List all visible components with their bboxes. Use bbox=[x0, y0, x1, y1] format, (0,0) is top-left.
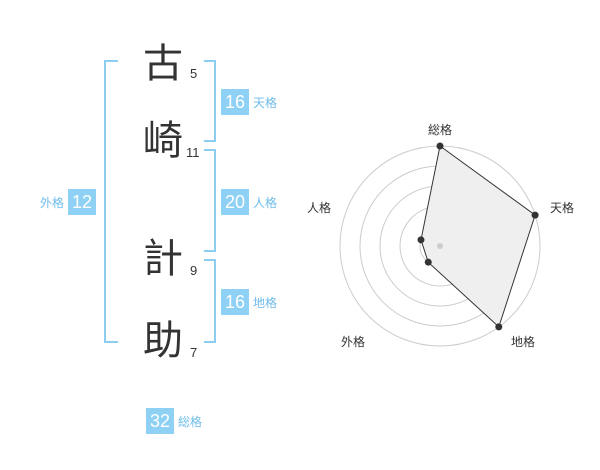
jinkaku-badge: 20 人格 bbox=[221, 189, 277, 215]
gaikaku-badge: 12 外格 bbox=[40, 189, 97, 215]
gaikaku-label: 外格 bbox=[40, 195, 65, 210]
chikaku-bracket bbox=[204, 259, 216, 343]
radar-label-soukaku: 総格 bbox=[428, 122, 452, 137]
radar-point-5 bbox=[417, 236, 425, 244]
jinkaku-label: 人格 bbox=[253, 195, 278, 210]
tenkaku-badge: 16 天格 bbox=[221, 89, 277, 115]
stroke-count-2: 11 bbox=[186, 145, 200, 160]
gaikaku-bracket bbox=[104, 60, 118, 343]
name-char-1: 古 bbox=[143, 41, 183, 87]
gaikaku-value: 12 bbox=[68, 189, 97, 215]
radar-point-1 bbox=[436, 142, 444, 150]
radar-label-chikaku: 地格 bbox=[511, 334, 535, 349]
radar-label-tenkaku: 天格 bbox=[550, 200, 574, 215]
jinkaku-value: 20 bbox=[221, 189, 249, 215]
radar-point-2 bbox=[531, 211, 539, 219]
name-char-4: 助 bbox=[143, 318, 183, 364]
name-char-2: 崎 bbox=[143, 118, 183, 164]
stroke-count-4: 7 bbox=[190, 345, 198, 360]
radar-label-jinkaku: 人格 bbox=[307, 200, 331, 215]
radar-label-gaikaku: 外格 bbox=[341, 334, 365, 349]
radar-center-dot bbox=[437, 243, 443, 249]
chikaku-badge: 16 地格 bbox=[221, 289, 277, 315]
stroke-count-1: 5 bbox=[190, 66, 198, 81]
jinkaku-bracket bbox=[204, 149, 216, 252]
name-char-3: 計 bbox=[143, 236, 183, 282]
stroke-count-3: 9 bbox=[190, 263, 198, 278]
radar-point-4 bbox=[424, 258, 432, 266]
radar-data-polygon bbox=[420, 145, 536, 328]
radar-point-3 bbox=[495, 323, 503, 331]
tenkaku-label: 天格 bbox=[253, 95, 278, 110]
fortune-radar-chart: 総格 天格 地格 外格 人格 bbox=[307, 122, 574, 349]
soukaku-value: 32 bbox=[146, 408, 174, 434]
tenkaku-value: 16 bbox=[221, 89, 249, 115]
soukaku-label: 総格 bbox=[178, 414, 203, 429]
chikaku-value: 16 bbox=[221, 289, 249, 315]
radar-points bbox=[417, 142, 539, 331]
chikaku-label: 地格 bbox=[253, 295, 278, 310]
tenkaku-bracket bbox=[204, 60, 216, 142]
soukaku-badge: 32 総格 bbox=[146, 408, 202, 434]
